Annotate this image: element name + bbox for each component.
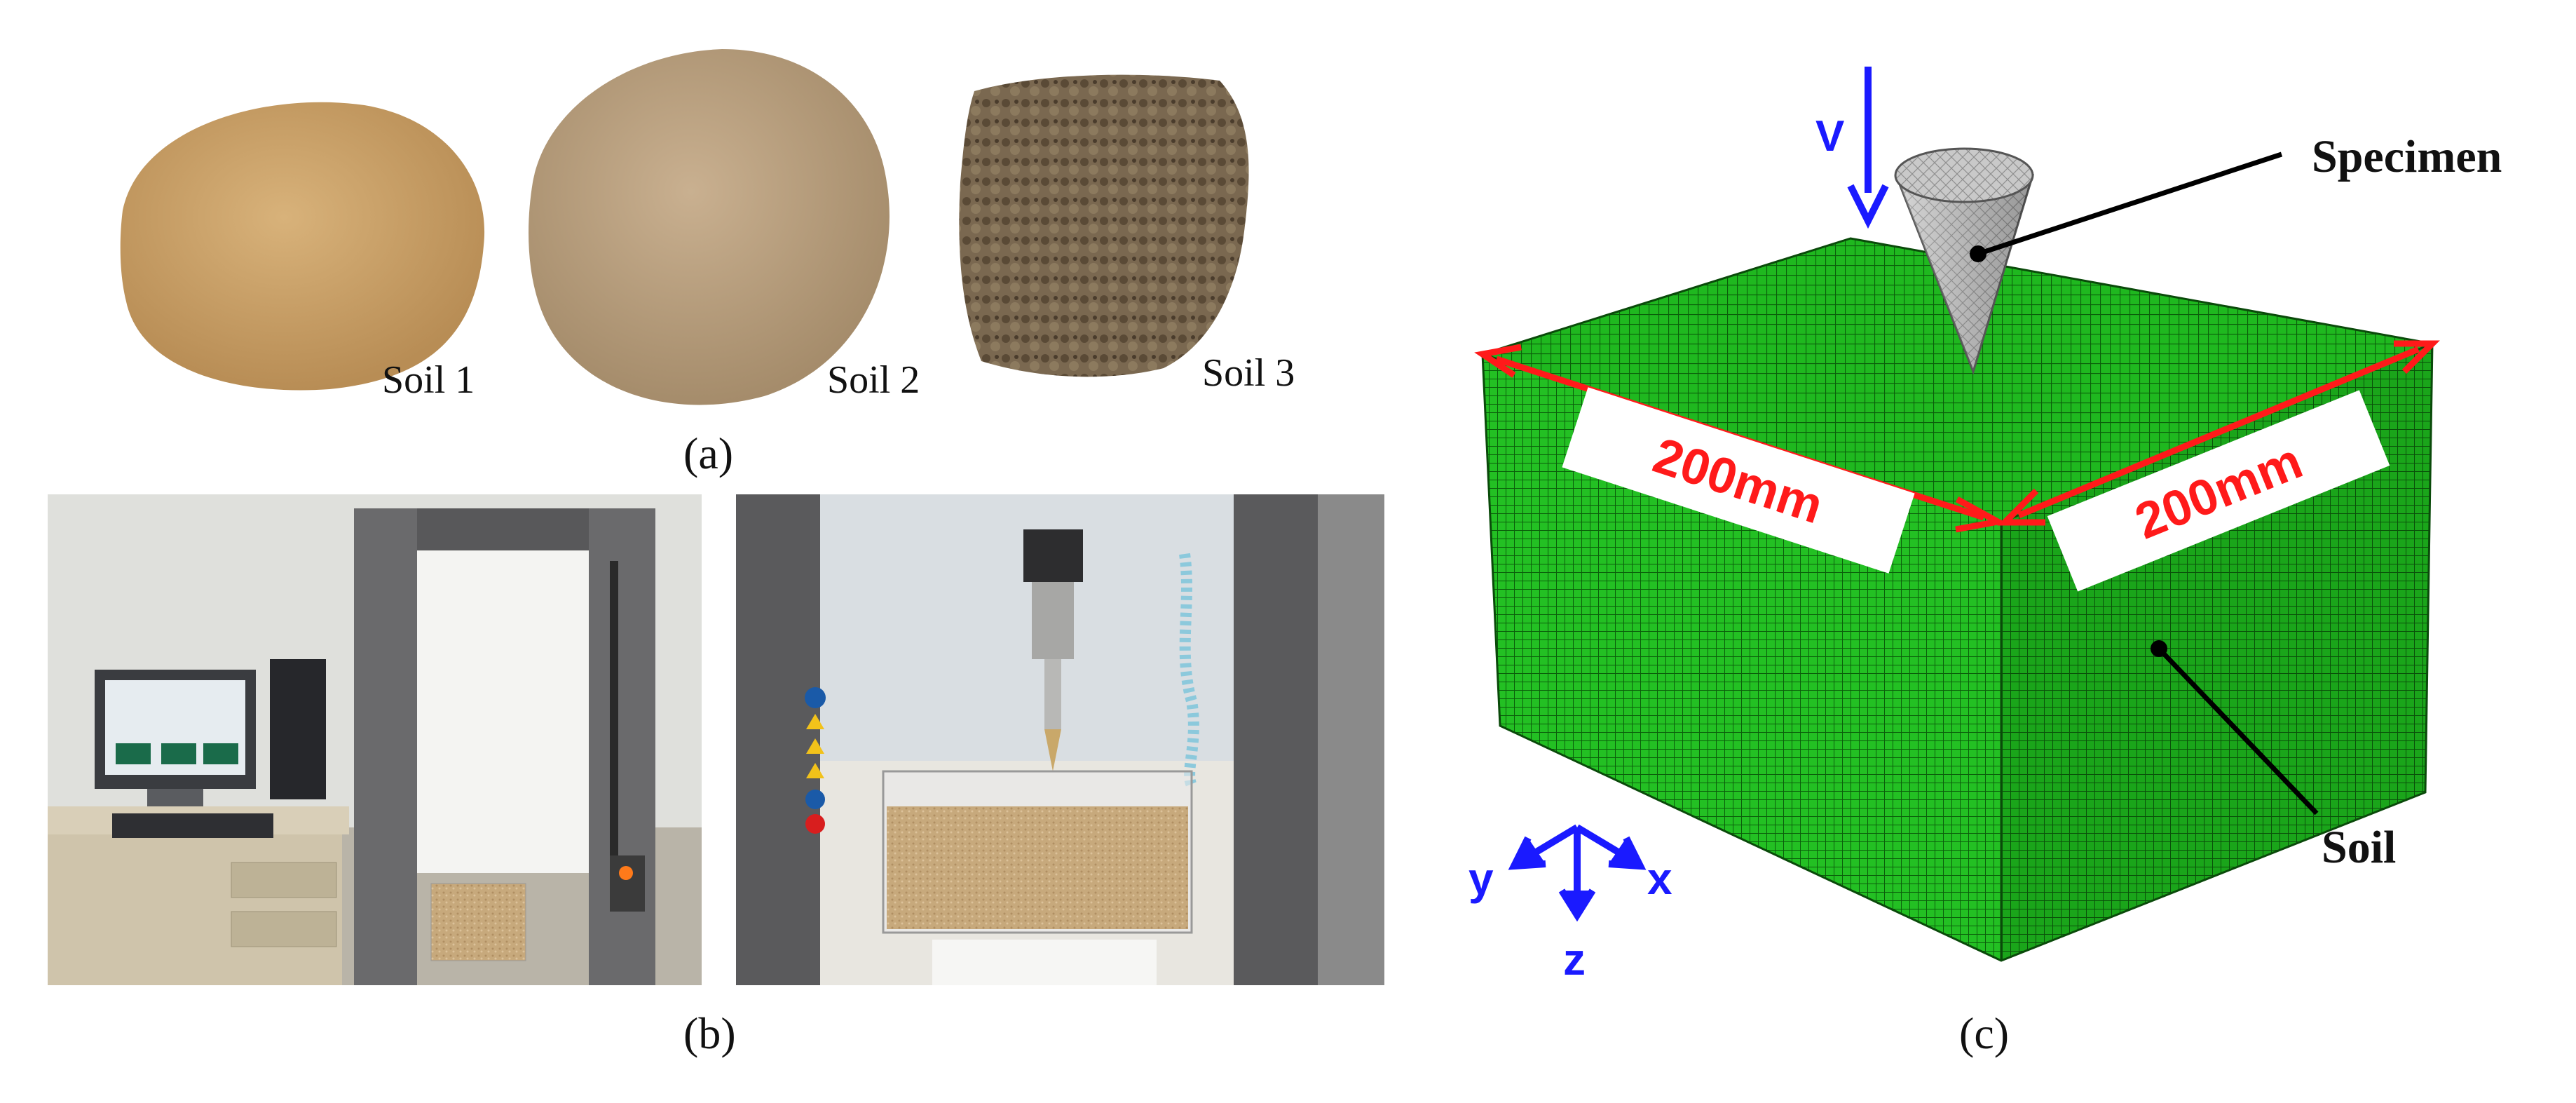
panel-b-caption: (b) (683, 1008, 736, 1058)
velocity-arrow (1847, 67, 1889, 229)
photo-lab-setup (48, 494, 702, 985)
coiled-cable (1179, 553, 1199, 788)
soil-3-label: Soil 3 (1202, 351, 1295, 395)
panel-c: V Specimen Soil 200mm 200mm (1468, 67, 2502, 1058)
panel-a: Soil 1 Soil 2 Soil 3 (a) (120, 49, 1295, 478)
dimension-arrow-right (1997, 340, 2440, 526)
soil-block-top-face (1483, 238, 2432, 522)
photo-test-chamber (736, 494, 1384, 985)
panel-b: (b) (48, 494, 1384, 1058)
specimen-label: Specimen (2312, 131, 2502, 182)
specimen-leader-line (1977, 151, 2283, 257)
load-cell (1023, 529, 1083, 582)
velocity-label: V (1815, 112, 1844, 161)
soil-1-pile (120, 102, 485, 391)
panel-c-caption: (c) (1959, 1008, 2009, 1058)
soil-2-pile (529, 49, 890, 405)
keyboard (112, 813, 273, 838)
pc-tower (270, 659, 326, 799)
specimen-cone (1894, 147, 2035, 375)
soil-2-label: Soil 2 (827, 358, 920, 402)
axis-z-label: z (1563, 934, 1586, 984)
cone-probe (1044, 729, 1061, 771)
soil-leader-line (2157, 647, 2319, 816)
soil-label: Soil (2322, 822, 2396, 873)
axis-x-label: x (1647, 853, 1672, 904)
panel-a-caption: (a) (683, 428, 733, 478)
soil-1-label: Soil 1 (382, 358, 475, 402)
soil-3-pile (959, 74, 1249, 377)
coordinate-axes (1508, 824, 1647, 922)
axis-y-label: y (1468, 853, 1494, 904)
